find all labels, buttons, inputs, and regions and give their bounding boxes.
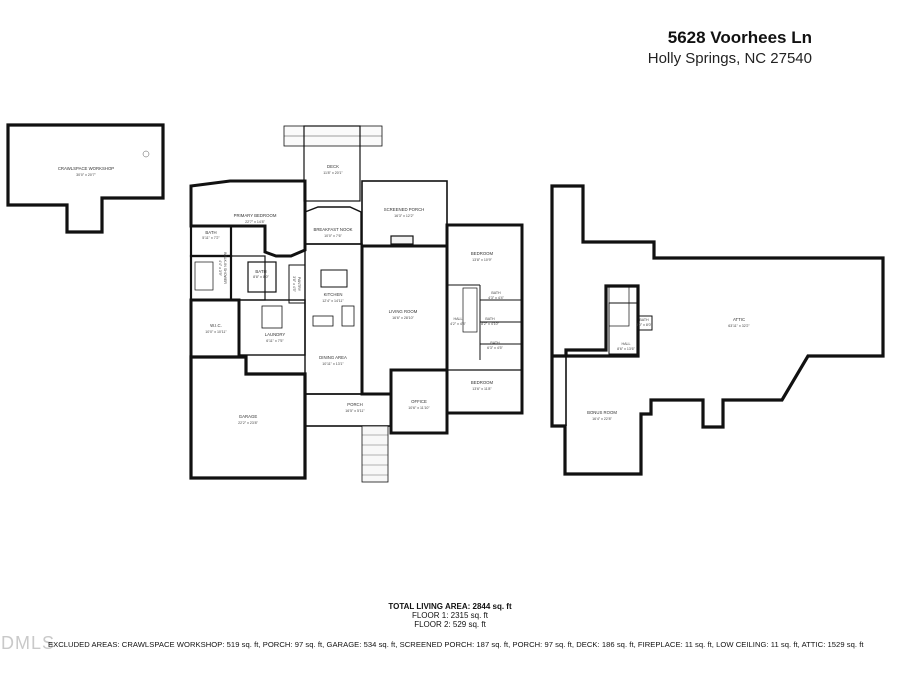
label-bonus-room: BONUS ROOM bbox=[587, 410, 617, 415]
floor-2-plan bbox=[550, 184, 885, 476]
dims-crawlspace-workshop: 30'0" x 20'7" bbox=[76, 173, 96, 177]
dims-deck: 11'8" x 20'1" bbox=[323, 171, 343, 175]
label-bath-3: BATH bbox=[491, 291, 501, 295]
watermark-logo: DMLS bbox=[1, 633, 56, 653]
label-bath-2: BATH bbox=[255, 269, 266, 274]
dims-wic: 10'0" x 10'11" bbox=[205, 330, 227, 334]
dims-bedroom-2: 13'6" x 11'8" bbox=[472, 387, 492, 391]
dims-hall-1: 4'2" x 4'8" bbox=[450, 322, 466, 326]
dims-primary-bedroom: 22'7" x 14'8" bbox=[245, 220, 265, 224]
label-bath-5: BATH bbox=[490, 341, 500, 345]
dims-bath-5: 6'3" x 4'5" bbox=[487, 346, 503, 350]
floor-1-area: FLOOR 1: 2315 sq. ft bbox=[411, 611, 489, 620]
label-garage: GARAGE bbox=[239, 414, 258, 419]
label-bath-upper: BATH bbox=[639, 318, 649, 322]
label-breakfast-nook: BREAKFAST NOOK bbox=[313, 227, 352, 232]
dims-pantry: 3'8" x 4'5" bbox=[292, 276, 296, 292]
dims-dining-area: 10'11" x 13'1" bbox=[322, 362, 344, 366]
dims-screened-porch: 16'3" x 12'2" bbox=[394, 214, 414, 218]
label-living-room: LIVING ROOM bbox=[389, 309, 418, 314]
label-porch: PORCH bbox=[347, 402, 363, 407]
excluded-areas: EXCLUDED AREAS: CRAWLSPACE WORKSHOP: 519… bbox=[48, 640, 864, 649]
dims-bonus-room: 16'4" x 22'8" bbox=[592, 417, 612, 421]
label-pantry: PANTRY bbox=[297, 277, 301, 292]
label-bedroom-2: BEDROOM bbox=[471, 380, 494, 385]
label-laundry: LAUNDRY bbox=[265, 332, 286, 337]
dims-bedroom-1: 13'8" x 10'9" bbox=[472, 258, 492, 262]
dims-bath-3: 4'3" x 4'4" bbox=[488, 296, 504, 300]
crawlspace-workshop-outline bbox=[6, 123, 165, 234]
label-kitchen: KITCHEN bbox=[324, 292, 343, 297]
total-living-area: TOTAL LIVING AREA: 2844 sq. ft bbox=[388, 602, 512, 611]
label-bedroom-1: BEDROOM bbox=[471, 251, 494, 256]
dims-bath-2: 8'8" x 8'0" bbox=[253, 275, 269, 279]
dims-porch: 16'5" x 5'11" bbox=[345, 409, 365, 413]
label-wic: W.I.C. bbox=[210, 323, 222, 328]
dims-bath-4: 8'2" x 4'10" bbox=[481, 322, 499, 326]
dims-living-room: 16'6" x 28'10" bbox=[392, 316, 414, 320]
label-hall-1: HALL bbox=[454, 317, 463, 321]
dims-bath-primary: 5'11" x 7'2" bbox=[202, 236, 220, 240]
label-office: OFFICE bbox=[411, 399, 427, 404]
label-bath-primary: BATH bbox=[205, 230, 216, 235]
label-screened-porch: SCREENED PORCH bbox=[384, 207, 425, 212]
dims-laundry: 6'11" x 7'5" bbox=[266, 339, 284, 343]
label-dining-area: DINING AREA bbox=[319, 355, 347, 360]
label-hall-upper: HALL bbox=[622, 342, 631, 346]
dims-hall-upper: 8'6" x 13'6" bbox=[617, 347, 635, 351]
label-deck: DECK bbox=[327, 164, 339, 169]
label-crawlspace-workshop: CRAWLSPACE WORKSHOP bbox=[58, 166, 114, 171]
room-labels: CRAWLSPACE WORKSHOP 30'0" x 20'7" DECK 1… bbox=[58, 164, 751, 425]
dims-office: 10'6" x 11'10" bbox=[408, 406, 430, 410]
dims-kitchen: 12'4" x 14'11" bbox=[322, 299, 344, 303]
property-city: Holly Springs, NC 27540 bbox=[647, 50, 812, 67]
floor-1-plan bbox=[189, 125, 524, 483]
dims-attic: 63'11" x 32'2" bbox=[728, 324, 750, 328]
dims-garage: 22'2" x 23'8" bbox=[238, 421, 258, 425]
floor-2-area: FLOOR 2: 529 sq. ft bbox=[414, 620, 486, 629]
dims-walkin-shower: 4'4" x 3'9" bbox=[218, 260, 222, 276]
dims-breakfast-nook: 10'0" x 7'6" bbox=[324, 234, 342, 238]
label-attic: ATTIC bbox=[733, 317, 745, 322]
label-primary-bedroom: PRIMARY BEDROOM bbox=[234, 213, 277, 218]
compass-icon bbox=[142, 150, 150, 158]
dims-bath-upper: 5'0" x 8'0" bbox=[636, 323, 652, 327]
label-walkin-shower: WALK-IN SHOWER bbox=[223, 252, 227, 284]
label-bath-4: BATH bbox=[485, 317, 495, 321]
property-street: 5628 Voorhees Ln bbox=[667, 28, 812, 47]
